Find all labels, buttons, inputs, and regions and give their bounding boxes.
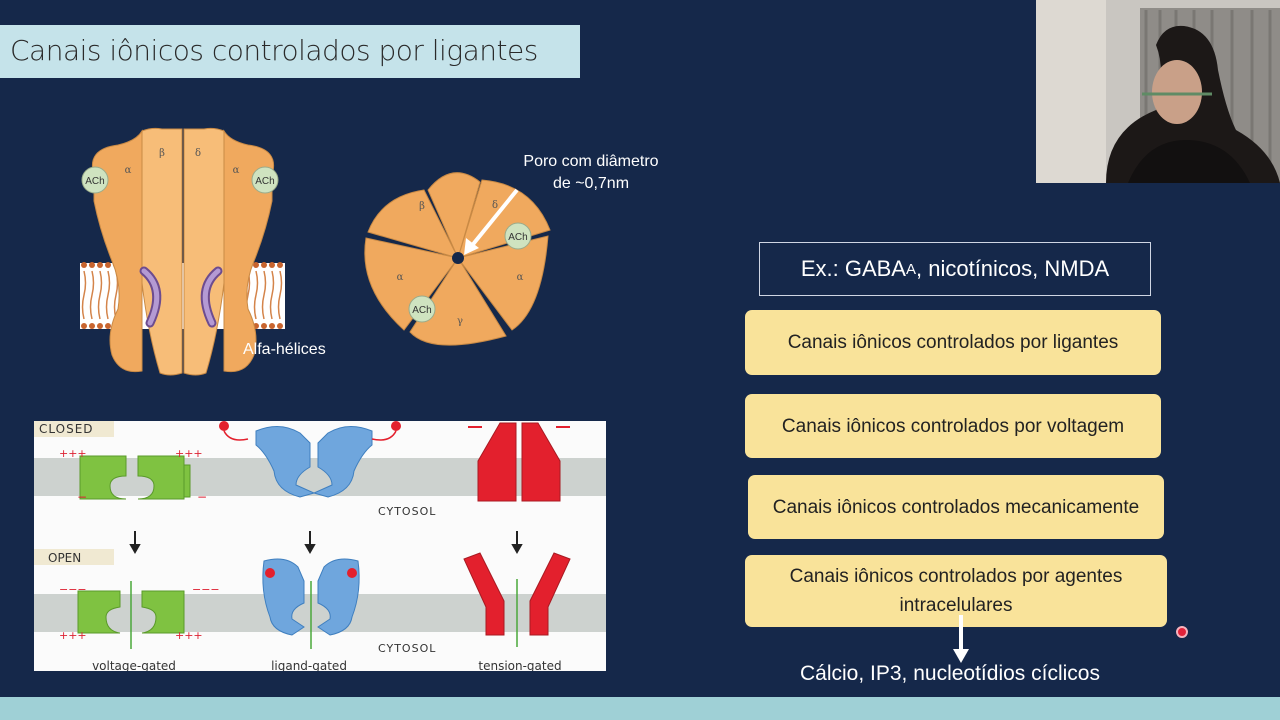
subunit-beta: β (159, 148, 165, 159)
mechanically-gated-box: Canais iônicos controlados mecanicamente (748, 475, 1164, 539)
charge-minus-closed-left: − (77, 490, 87, 504)
subunit-alpha-left: α (125, 165, 132, 176)
label-ligand-gated: ligand-gated (271, 659, 347, 671)
subunit-alpha-right: α (233, 165, 240, 176)
label-voltage-gated: voltage-gated (92, 659, 176, 671)
label-tension-gated: tension-gated (478, 659, 561, 671)
open-label: OPEN (48, 551, 81, 565)
ach-label-right: ACh (255, 176, 274, 187)
closed-label: CLOSED (39, 422, 94, 436)
pore-subunit-delta: δ (492, 200, 498, 211)
voltage-gated-box: Canais iônicos controlados por voltagem (745, 394, 1161, 458)
charge-minus-closed-right: − (197, 490, 207, 504)
transition-arrows (131, 531, 521, 552)
cytosol-label-bottom: CYTOSOL (378, 642, 436, 655)
pore-center (452, 252, 464, 264)
charge-plus-open-right: +++ (175, 629, 203, 642)
bottom-band (0, 697, 1280, 720)
pore-label-line2: de ~0,7nm (505, 173, 677, 195)
ligand-gated-box: Canais iônicos controlados por ligantes (745, 310, 1161, 375)
bound-ligand-left (265, 568, 275, 578)
alpha-helices-label: Alfa-hélices (243, 339, 326, 361)
ligand-molecule-left (219, 421, 229, 431)
bound-ligand-right (347, 568, 357, 578)
webcam-video (1036, 0, 1280, 183)
pore-diameter-label: Poro com diâmetro de ~0,7nm (505, 151, 677, 195)
charge-minus-open-right: −−− (192, 583, 220, 596)
charge-plus-closed-left: +++ (59, 447, 87, 460)
examples-suffix: , nicotínicos, NMDA (916, 256, 1109, 282)
pore-subunit-alpha-left: α (397, 272, 404, 283)
receptor-protein (92, 128, 273, 375)
subunit-delta: δ (195, 148, 201, 159)
charge-plus-closed-right: +++ (175, 447, 203, 460)
pointer-cursor (1176, 626, 1188, 638)
gated-channels-panel: CLOSED OPEN +++ +++ − − CYTOSOL (34, 421, 606, 671)
ach-label-left: ACh (85, 176, 104, 187)
charge-plus-open-left: +++ (59, 629, 87, 642)
intracellular-examples: Cálcio, IP3, nucleotídios cíclicos (800, 662, 1100, 686)
ligand-molecule-right (391, 421, 401, 431)
pore-label-line1: Poro com diâmetro (505, 151, 677, 173)
slide-title: Canais iônicos controlados por ligantes (10, 34, 538, 67)
ach-label-top: ACh (508, 232, 527, 243)
ach-label-bottom: ACh (412, 305, 431, 316)
examples-subscript: A (906, 261, 916, 278)
charge-minus-open-left: −−− (59, 583, 87, 596)
cytosol-label-top: CYTOSOL (378, 505, 436, 518)
examples-prefix: Ex.: GABA (801, 256, 906, 282)
pore-subunit-alpha-right: α (517, 272, 524, 283)
pore-subunit-beta: β (419, 201, 425, 212)
pore-subunit-gamma: γ (457, 316, 463, 327)
down-arrow (950, 615, 972, 665)
